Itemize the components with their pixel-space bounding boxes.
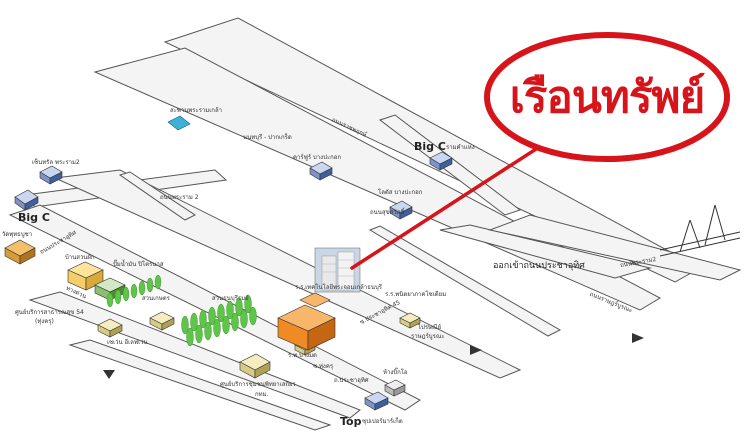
label-exit-road: ออกเข้าถนนประชาอุทิศ — [493, 261, 585, 271]
label-house: บ้านสวนผัก — [65, 254, 95, 261]
label-tesco-sub: (ทุ่งครุ) — [35, 318, 54, 325]
label-top-brand: Top — [340, 415, 362, 428]
label-big-c-left-brand: Big C — [18, 211, 50, 224]
label-soi-bus: ถ.ประชาอุทิศ — [334, 377, 369, 384]
condo-photo — [314, 247, 361, 293]
road-bottom-left2 — [68, 339, 332, 431]
building-icon-lotus — [389, 200, 413, 220]
shop-icons — [97, 311, 421, 379]
label-road-side: ถนนสุขสวัสดิ์ — [370, 209, 405, 216]
label-hospital: ร.พ.บางมด — [288, 352, 317, 359]
shop-icon-park-a — [149, 311, 175, 331]
building-icon-central — [39, 165, 63, 185]
road-right-exit — [488, 214, 742, 281]
building-icon-top — [364, 391, 389, 411]
road-center-vertical — [368, 225, 562, 337]
label-caltex: คาร์ฟูร์ บางปะกอก — [293, 154, 341, 161]
label-school-rs: ร.ร.พนิตยาภาคโซเดียม — [385, 291, 447, 298]
label-park-b: สวนธนบุรีรมย์ — [212, 295, 249, 302]
road-network — [8, 17, 742, 431]
title-ellipse — [484, 32, 730, 162]
tree-grove — [181, 294, 257, 347]
label-super-ex: ไปรษณีย์ — [418, 324, 442, 331]
building-icon-bigc-right — [429, 151, 453, 171]
temple-icon — [4, 239, 36, 265]
direction-arrows — [103, 333, 644, 379]
label-nursery: ปั๊มน้ำมัน ปิโตรนาส — [113, 261, 164, 268]
label-super-ex-sub: ราษฎร์บูรณะ — [411, 333, 445, 340]
building-icons — [14, 151, 453, 411]
label-school: ร.ร.เทคโนโลยีพระจอมเกล้าธนบุรี — [295, 284, 383, 291]
pointer-line — [350, 138, 552, 270]
title-text: เรือนทรัพย์ — [509, 72, 706, 123]
bridge-icon — [659, 204, 741, 257]
expressway-toll-icon — [167, 115, 191, 131]
shop-icon-community — [239, 353, 271, 379]
label-temple: วัดพุทธบูชา — [2, 231, 33, 238]
shop-icon-super-ex — [399, 312, 421, 329]
label-nonthaburi: นนทบุรี - ปากเกร็ด — [243, 134, 292, 141]
label-tesco: ศูนย์บริการสาธารณสุข 54 — [15, 309, 84, 316]
building-icon-bigc-left — [14, 189, 39, 211]
label-shop-right: ห้างบิ๊กโอ — [383, 369, 408, 376]
building-icon-shop-right — [384, 379, 406, 397]
label-expressway: สะพานพระรามเกล้า — [170, 107, 222, 114]
road-right-box — [439, 224, 652, 279]
title-badge: เรือนทรัพย์ — [478, 28, 736, 166]
label-road-left2: ถนนพระราม 2 — [160, 194, 199, 201]
label-big-c-right-name: รามคำแหง — [446, 144, 475, 151]
label-lotus: โลตัส บางปะกอก — [378, 189, 423, 196]
label-soi-small: ซ.ทุ่งครุ — [313, 363, 334, 370]
tree-row-left — [106, 274, 162, 308]
label-central: เซ็นทรัล พระราม2 — [32, 159, 80, 166]
label-top-name: ซุปเปอร์มาร์เก็ต — [362, 418, 403, 425]
label-community-sub: กทม. — [255, 391, 269, 398]
road-long-lower — [8, 204, 421, 411]
shop-icon-tesco — [97, 318, 123, 338]
building-icon-caltex — [309, 161, 333, 181]
road-left-up — [118, 171, 196, 221]
label-park-a: สวนเกษตร — [142, 295, 170, 302]
label-market: เซเว่น อีเลฟเว่น — [107, 339, 148, 346]
label-big-c-right-brand: Big C — [414, 140, 446, 153]
road-long-second — [53, 169, 522, 379]
label-community: ศูนย์บริการชุมชนพิทยาเสถียร — [220, 381, 296, 388]
school-building-icon — [277, 292, 336, 351]
house-icon — [67, 261, 104, 291]
